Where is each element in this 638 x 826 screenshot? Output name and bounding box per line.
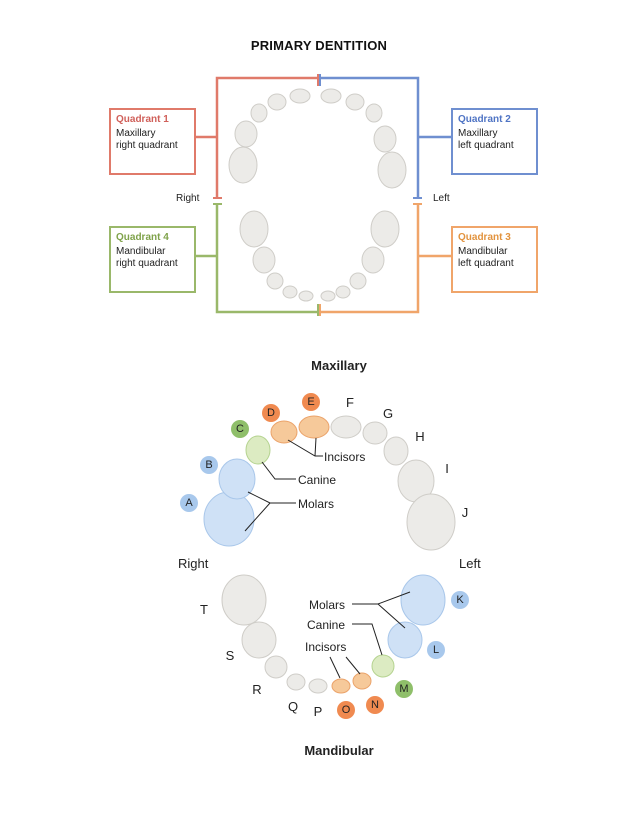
tooth-letter-q: Q (287, 699, 299, 714)
badge-b: B (200, 456, 218, 474)
badge-m: M (395, 680, 413, 698)
mandibular-label: Mandibular (304, 743, 374, 758)
badge-d: D (262, 404, 280, 422)
upper-molars-annotation: Molars (298, 497, 335, 511)
badge-n: N (366, 696, 384, 714)
tooth-letter-f: F (346, 395, 354, 410)
quadrant-3-title: Quadrant 3 (458, 232, 511, 243)
badge-c: C (231, 420, 249, 438)
bottom-left-label: Left (459, 556, 481, 571)
quadrant-3-box: Quadrant 3 Mandibular left quadrant (451, 226, 538, 293)
quadrant-2-frame (320, 76, 420, 198)
tooth-letter-r: R (252, 682, 262, 697)
upper-incisors-annotation: Incisors (324, 450, 366, 464)
quadrant-4-frame (215, 204, 318, 314)
quadrant-2-box: Quadrant 2 Maxillary left quadrant (451, 108, 538, 175)
quadrant-2-title: Quadrant 2 (458, 114, 511, 125)
upper-arch-teeth (228, 88, 407, 189)
upper-leader-lines (244, 437, 323, 532)
lower-canine-annotation: Canine (307, 618, 346, 632)
upper-canine-annotation: Canine (298, 473, 337, 487)
tooth-letter-h: H (415, 429, 425, 444)
badge-a: A (180, 494, 198, 512)
lower-leader-lines (329, 591, 411, 679)
tooth-letter-t: T (200, 602, 208, 617)
bottom-right-label: Right (178, 556, 209, 571)
quadrant-1-desc: Maxillary right quadrant (116, 128, 178, 151)
quadrant-4-box: Quadrant 4 Mandibular right quadrant (109, 226, 196, 293)
quadrant-1-frame (215, 76, 318, 198)
tooth-letter-i: I (445, 461, 449, 476)
top-right-label: Right (176, 193, 200, 204)
quadrant-3-desc: Mandibular left quadrant (458, 246, 514, 269)
maxillary-teeth (203, 415, 456, 551)
mandibular-teeth (221, 574, 446, 694)
badge-e: E (302, 393, 320, 411)
lower-arch-teeth (239, 210, 400, 302)
badge-l: L (427, 641, 445, 659)
quadrant-4-title: Quadrant 4 (116, 232, 169, 243)
quadrant-1-box: Quadrant 1 Maxillary right quadrant (109, 108, 196, 175)
tooth-letter-j: J (461, 505, 469, 520)
quadrant-4-desc: Mandibular right quadrant (116, 246, 178, 269)
tooth-letter-s: S (225, 648, 235, 663)
quadrant-2-desc: Maxillary left quadrant (458, 128, 514, 151)
badge-o: O (337, 701, 355, 719)
lower-incisors-annotation: Incisors (305, 640, 347, 654)
tooth-letter-p: P (313, 704, 323, 719)
tooth-letter-g: G (382, 406, 394, 421)
badge-k: K (451, 591, 469, 609)
maxillary-label: Maxillary (311, 358, 367, 373)
top-left-label: Left (433, 193, 450, 204)
quadrant-3-frame (320, 204, 420, 314)
quadrant-1-title: Quadrant 1 (116, 114, 169, 125)
page-title: PRIMARY DENTITION (250, 38, 388, 53)
lower-molars-annotation: Molars (309, 598, 346, 612)
